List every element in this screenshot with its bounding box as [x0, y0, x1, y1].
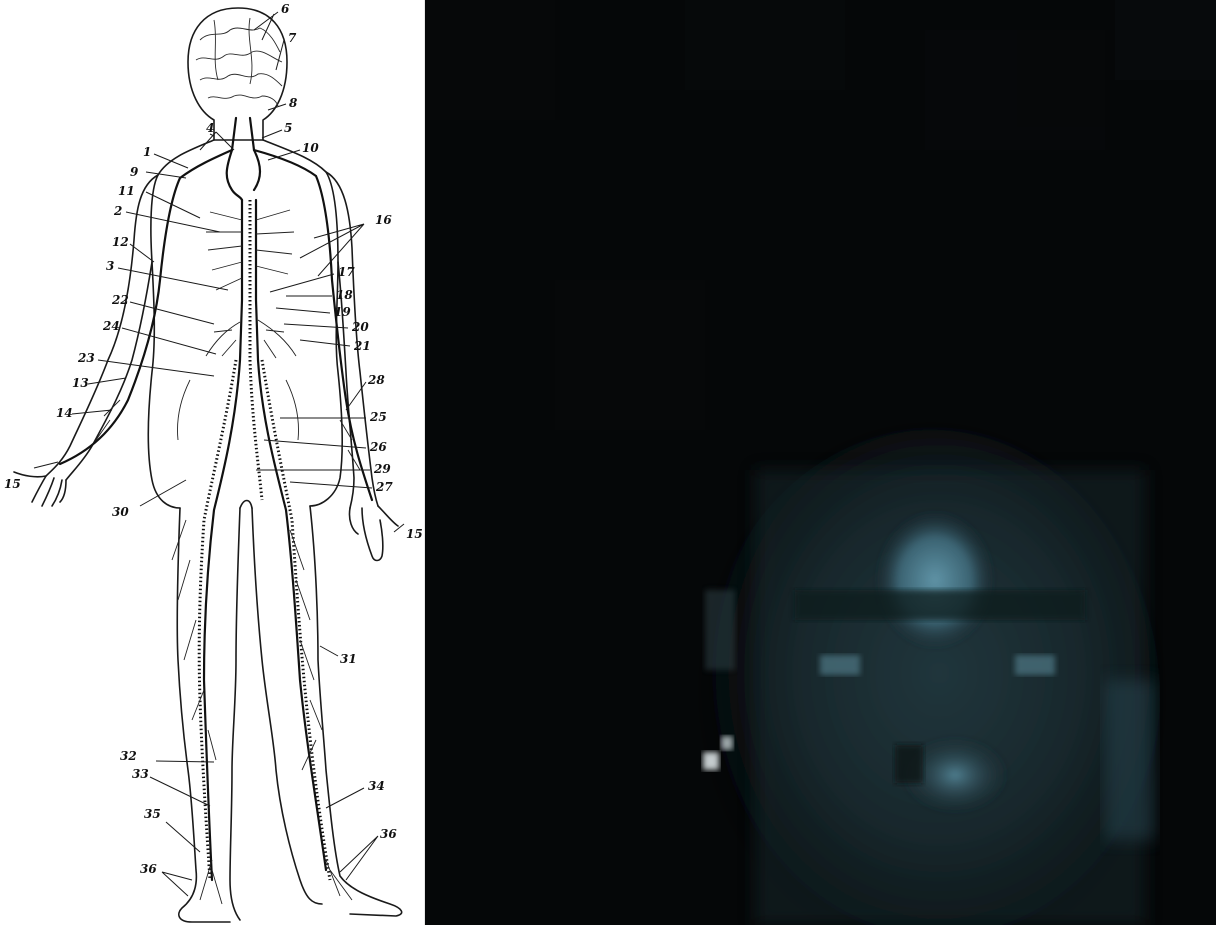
callout-label: 25 — [370, 411, 387, 423]
body-illustration — [0, 0, 425, 925]
face-photo — [425, 0, 1216, 925]
callout-label: 14 — [56, 407, 73, 419]
callout-label: 21 — [354, 340, 371, 352]
callout-label: 6 — [281, 3, 289, 15]
callout-label: 19 — [334, 306, 351, 318]
callout-label: 15 — [4, 478, 21, 490]
callout-label: 23 — [78, 352, 95, 364]
callout-label: 33 — [132, 768, 149, 780]
callout-label: 20 — [352, 321, 369, 333]
callout-label: 5 — [284, 122, 292, 134]
callout-label: 26 — [370, 441, 387, 453]
callout-label: 15 — [406, 528, 423, 540]
callout-label: 18 — [336, 289, 353, 301]
callout-label: 16 — [375, 214, 392, 226]
callout-label: 28 — [368, 374, 385, 386]
callout-label: 24 — [103, 320, 120, 332]
callout-label: 12 — [112, 236, 129, 248]
callout-label: 30 — [112, 506, 129, 518]
callout-label: 4 — [206, 122, 214, 134]
anatomy-diagram-panel: 6 7 8 4 5 1 10 9 11 2 16 12 3 17 18 19 2… — [0, 0, 425, 925]
callout-label: 11 — [118, 185, 135, 197]
callout-label: 10 — [302, 142, 319, 154]
callout-label: 22 — [112, 294, 129, 306]
callout-label: 29 — [374, 463, 391, 475]
callout-label: 27 — [376, 481, 393, 493]
callout-label: 36 — [140, 863, 157, 875]
callout-label: 8 — [289, 97, 297, 109]
callout-label: 9 — [130, 166, 138, 178]
callout-label: 17 — [338, 266, 355, 278]
callout-label: 3 — [106, 260, 114, 272]
callout-label: 7 — [288, 32, 296, 44]
callout-label: 2 — [114, 205, 122, 217]
callout-label: 35 — [144, 808, 161, 820]
dark-face-photo-panel — [425, 0, 1216, 925]
callout-label: 31 — [340, 653, 357, 665]
callout-label: 36 — [380, 828, 397, 840]
callout-label: 1 — [143, 146, 151, 158]
callout-label: 13 — [72, 377, 89, 389]
callout-label: 32 — [120, 750, 137, 762]
callout-label: 34 — [368, 780, 385, 792]
